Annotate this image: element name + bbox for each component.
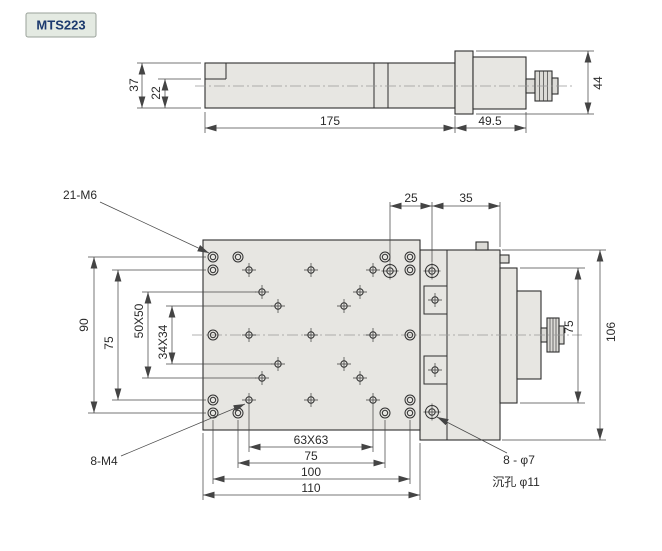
dim-100: 100 — [212, 420, 411, 484]
dim-106: 106 — [502, 249, 618, 441]
stage-end-edges — [373, 63, 389, 108]
dim-50x50: 50X50 — [132, 291, 256, 379]
dim-75-left-text: 75 — [102, 336, 116, 350]
dim-90-text: 90 — [77, 318, 91, 332]
stage-step-edge — [205, 63, 227, 80]
dim-75-bottom: 75 — [237, 420, 386, 468]
stop-screw-top — [475, 241, 489, 251]
dim-35: 35 — [432, 191, 501, 247]
dim-75-left: 75 — [102, 269, 206, 401]
dim-75-right-text: 75 — [562, 320, 576, 334]
callout-8-phi7-text: 8 - φ7 — [503, 453, 535, 467]
dim-44-text: 44 — [591, 76, 605, 90]
callout-counterbore-text: 沉孔 φ11 — [492, 475, 540, 489]
callout-8-m4: 8-M4 — [90, 403, 246, 468]
stage-body — [204, 62, 456, 109]
dim-25-text: 25 — [404, 191, 418, 205]
callout-21-m6-text: 21-M6 — [63, 188, 97, 202]
dim-63x63: 63X63 — [248, 407, 374, 452]
callout-8-m4-text: 8-M4 — [90, 454, 118, 468]
dim-22: 22 — [149, 78, 201, 108]
dim-22-text: 22 — [149, 86, 163, 100]
model-label-text: MTS223 — [36, 17, 85, 32]
side-view: 37 22 175 49.5 44 — [127, 50, 605, 133]
dim-44: 44 — [476, 50, 605, 115]
dim-63x63-text: 63X63 — [294, 433, 329, 447]
dim-110-text: 110 — [301, 481, 320, 495]
callout-8-phi7: 8 - φ7 沉孔 φ11 — [436, 416, 540, 489]
dim-175-text: 175 — [320, 114, 340, 128]
side-screw — [499, 254, 510, 264]
callout-21-m6: 21-M6 — [63, 188, 210, 254]
dim-37-text: 37 — [127, 78, 141, 92]
dim-25: 25 — [389, 191, 433, 262]
dim-34x34-text: 34X34 — [156, 324, 170, 359]
dim-49-5: 49.5 — [455, 112, 527, 133]
end-block — [472, 56, 527, 110]
end-flange — [454, 50, 474, 115]
plan-view: 25 35 90 75 50X50 34X34 — [63, 188, 618, 500]
dim-49-5-text: 49.5 — [478, 114, 502, 128]
dim-110: 110 — [202, 433, 421, 500]
dim-34x34: 34X34 — [156, 305, 272, 365]
dim-106-text: 106 — [604, 322, 618, 342]
model-label: MTS223 — [25, 12, 97, 38]
motor-flange — [499, 267, 518, 404]
dim-50x50-text: 50X50 — [132, 303, 146, 338]
dim-37: 37 — [127, 62, 201, 109]
dim-75-right: 75 — [520, 267, 585, 404]
dim-90: 90 — [77, 256, 206, 414]
dim-175: 175 — [204, 112, 456, 133]
dim-35-text: 35 — [459, 191, 473, 205]
dim-100-text: 100 — [301, 465, 321, 479]
dim-75-bottom-text: 75 — [304, 449, 318, 463]
carriage-block-top — [423, 285, 448, 315]
carriage-block-bottom — [423, 355, 448, 385]
model-label-box — [25, 12, 97, 38]
